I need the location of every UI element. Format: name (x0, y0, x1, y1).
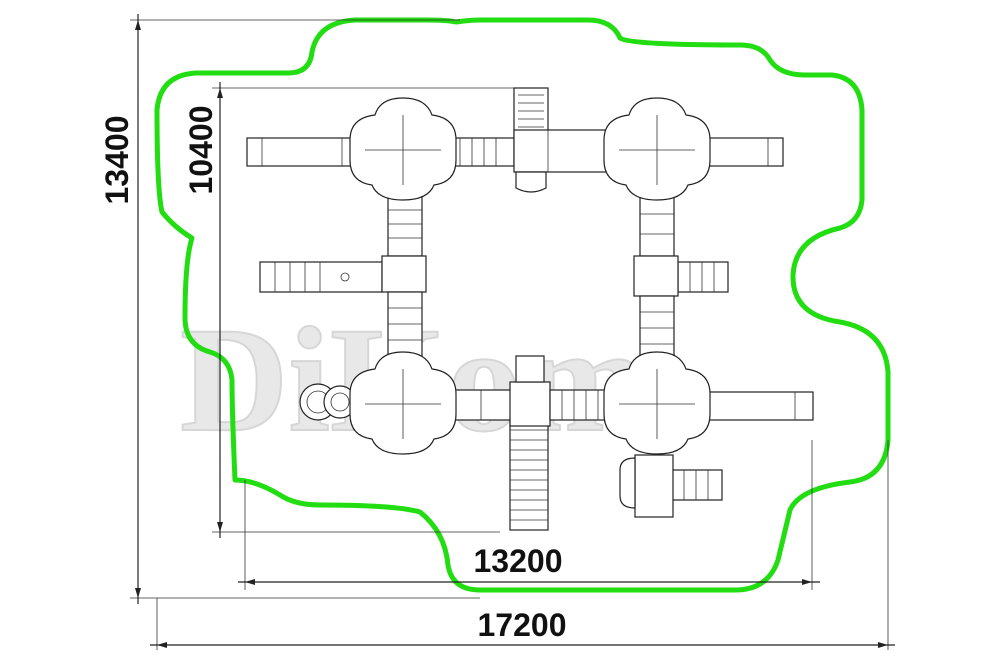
tower-top-right (603, 97, 711, 201)
tower-bottom-left (349, 351, 457, 455)
tower-top-left (349, 97, 457, 201)
stairs-bottom (509, 419, 549, 531)
small-tower-bottom-right (619, 454, 674, 518)
bridge-top-left (447, 137, 515, 167)
tower-bottom-right (603, 351, 711, 455)
slide-bottom-right (704, 391, 814, 421)
spiral-tube (299, 383, 357, 421)
ladder-bottom-right (671, 469, 723, 501)
dimension-zone-height: 13400 (99, 14, 480, 604)
equipment-height-label: 10400 (183, 106, 219, 195)
dimension-equipment-height: 10400 (183, 82, 520, 538)
slide-top-right (704, 137, 784, 167)
ladder-left (259, 261, 383, 293)
bridge-right-vertical (633, 195, 679, 357)
safety-zone-outline (154, 17, 891, 593)
equipment-layout (246, 87, 814, 531)
bridge-bottom-left (447, 389, 515, 421)
bridge-top-center (513, 129, 611, 193)
zone-width-label: 17200 (478, 607, 567, 643)
bridge-left-vertical (381, 195, 427, 357)
dimension-zone-width: 17200 (150, 440, 895, 650)
zone-height-label: 13400 (99, 116, 135, 205)
dimension-equipment-width: 13200 (238, 440, 820, 590)
slide-top-left (246, 137, 358, 167)
ladder-right (677, 261, 729, 293)
equipment-width-label: 13200 (474, 543, 563, 579)
